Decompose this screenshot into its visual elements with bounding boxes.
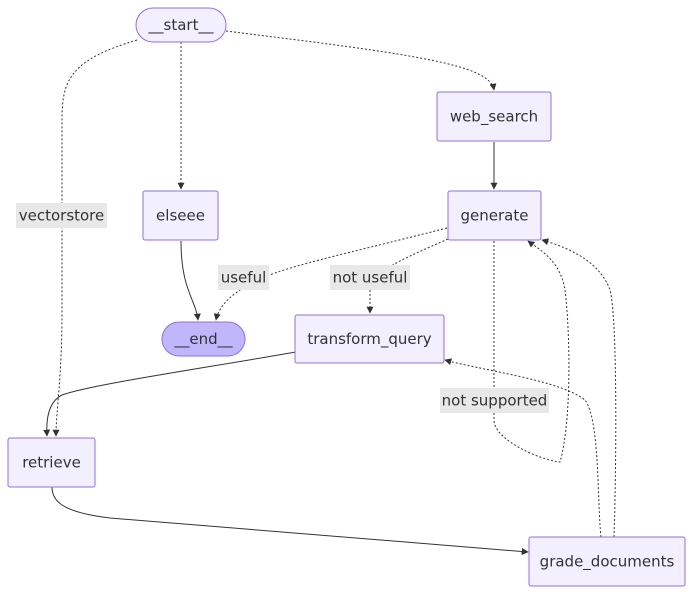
svg-text:elseee: elseee xyxy=(156,207,205,225)
node-grade-documents[interactable]: grade_documents xyxy=(528,536,686,587)
node-end[interactable]: __end__ xyxy=(161,321,246,357)
edge-label-not-supported: not supported xyxy=(440,388,549,413)
node-elseee[interactable]: elseee xyxy=(142,190,219,241)
svg-text:__start__: __start__ xyxy=(148,16,214,35)
node-transform-query[interactable]: transform_query xyxy=(294,314,445,364)
edge-grade-documents-to-transform-query xyxy=(444,358,602,538)
edge-label-not-useful: not useful xyxy=(330,265,410,290)
svg-text:not useful: not useful xyxy=(333,269,408,287)
svg-text:generate: generate xyxy=(461,207,529,225)
edge-start-to-retrieve xyxy=(52,39,138,437)
svg-text:not supported: not supported xyxy=(442,392,548,410)
node-retrieve[interactable]: retrieve xyxy=(7,437,96,488)
svg-text:useful: useful xyxy=(221,269,267,287)
svg-text:vectorstore: vectorstore xyxy=(19,207,105,225)
svg-text:transform_query: transform_query xyxy=(307,330,431,349)
edge-generate-self-loop xyxy=(493,240,570,463)
edge-retrieve-to-grade-documents xyxy=(51,486,529,555)
edge-grade-documents-to-generate xyxy=(541,238,617,538)
edge-label-useful: useful xyxy=(218,265,269,290)
svg-text:__end__: __end__ xyxy=(173,330,233,349)
edge-generate-to-end xyxy=(213,227,448,321)
edge-elseee-to-end xyxy=(180,240,201,321)
svg-text:retrieve: retrieve xyxy=(22,454,81,472)
edge-label-vectorstore: vectorstore xyxy=(16,203,107,228)
svg-text:web_search: web_search xyxy=(450,108,538,127)
node-start[interactable]: __start__ xyxy=(135,7,227,43)
node-web-search[interactable]: web_search xyxy=(436,91,552,142)
edge-generate-to-transform-query xyxy=(366,238,449,314)
edge-transform-query-to-retrieve xyxy=(43,351,297,437)
svg-text:grade_documents: grade_documents xyxy=(540,553,675,572)
edge-start-to-web-search xyxy=(225,30,497,91)
node-generate[interactable]: generate xyxy=(447,190,542,241)
